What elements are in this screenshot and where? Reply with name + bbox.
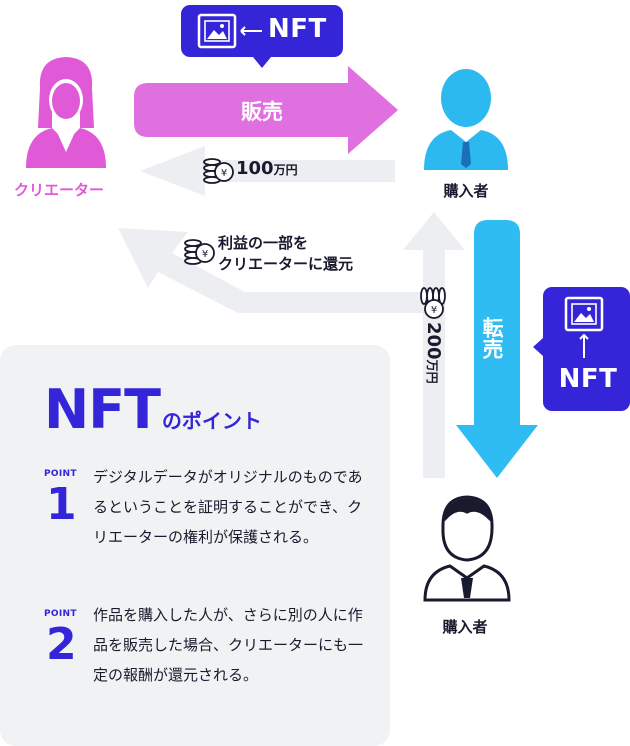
payment1-value: 100 (236, 158, 274, 179)
payment2-value: 200 (423, 322, 444, 360)
creator-person-icon (26, 57, 106, 168)
point2-label: POINT (44, 609, 77, 619)
nft-picture-icon (197, 13, 237, 49)
resale-arrow (456, 220, 538, 478)
panel-title-main: NFT (44, 378, 161, 441)
payment2-amount: 200万円 (423, 322, 444, 384)
point1-text: デジタルデータがオリジナルのものであるということを証明することができ、クリエータ… (93, 468, 363, 546)
point2-number: 2 (46, 619, 77, 670)
svg-text:¥: ¥ (202, 249, 208, 260)
royalty-arrow (118, 228, 423, 313)
nft-badge-top (181, 5, 343, 68)
svg-text:¥: ¥ (431, 305, 437, 316)
payment-arrow-200 (403, 212, 465, 478)
buyer-label: 購入者 (443, 182, 489, 200)
panel-title-sub: のポイント (161, 409, 262, 433)
coin-stack-icon: ¥ (420, 287, 446, 319)
point1-label: POINT (44, 469, 77, 479)
resale-label-text: 転売 (480, 317, 504, 359)
resale-label: 転売 (470, 317, 514, 367)
points-panel (0, 345, 390, 746)
nft-top-label: NFT (268, 14, 327, 44)
nft-picture-icon (564, 296, 604, 332)
payment1-amount: 100万円 (236, 158, 298, 179)
payment2-unit: 万円 (425, 359, 439, 384)
sale-label: 販売 (241, 100, 283, 124)
buyer2-label: 購入者 (442, 618, 488, 636)
buyer-person-icon (424, 69, 508, 170)
nft-side-label: NFT (558, 364, 618, 394)
svg-text:¥: ¥ (221, 168, 227, 179)
creator-label: クリエーター (13, 181, 104, 199)
royalty-line1: 利益の一部を (218, 234, 309, 252)
point1-number: 1 (46, 479, 77, 530)
coin-stack-icon: ¥ (184, 239, 215, 265)
royalty-line2: クリエーターに還元 (218, 255, 354, 273)
payment-arrow-100 (140, 146, 395, 196)
buyer2-person-icon (423, 495, 511, 602)
coin-stack-icon: ¥ (203, 158, 234, 184)
royalty-label: 利益の一部を クリエーターに還元 (218, 233, 353, 275)
point2-text: 作品を購入した人が、さらに別の人に作品を販売した場合、クリエーターにも一定の報酬… (93, 606, 364, 684)
nft-badge-side (533, 287, 630, 411)
sale-arrow (134, 66, 398, 154)
payment1-unit: 万円 (273, 163, 298, 177)
